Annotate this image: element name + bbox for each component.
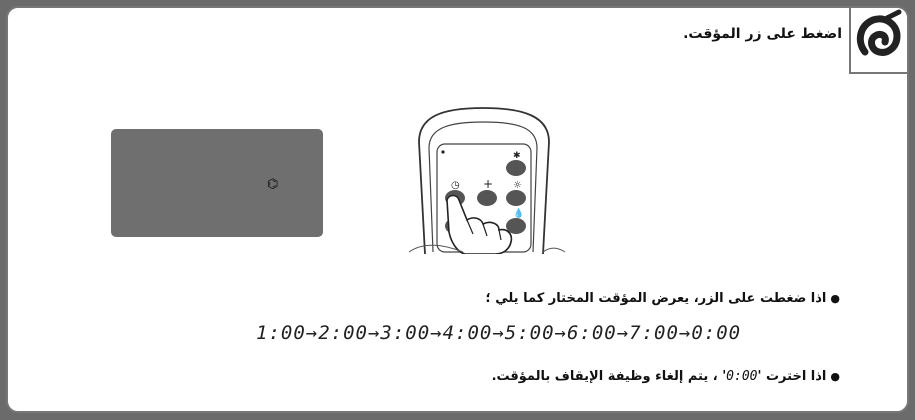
cancel-value: 0:00 [726,369,758,384]
svg-text:✱: ✱ [513,151,521,161]
svg-text:☼: ☼ [513,180,522,191]
step-title: اضغط على زر المؤقت. [683,26,842,42]
manual-page: اضغط على زر المؤقت. ⌬ ✱ ◷ + ☼ 💧 [6,6,909,413]
bullet-timer-sequence: ●اذا ضغطت على الزر، يعرض المؤقت المختار … [486,291,841,306]
bullet-dot: ● [830,292,840,305]
svg-text:◷: ◷ [451,180,460,191]
remote-control-icon: ✱ ◷ + ☼ 💧 [403,102,568,254]
brand-logo-icon [849,8,907,74]
svg-text:+: + [483,177,493,191]
bullet-dot: ● [830,370,840,383]
bullet-text: اذا ضغطت على الزر، يعرض المؤقت المختار ك… [485,291,827,306]
bullet-text-after: ' ، يتم إلغاء وظيفة الإيقاف بالمؤقت. [491,369,727,384]
ac-display-panel: ⌬ [111,129,323,237]
timer-indicator-icon: ⌬ [267,177,279,192]
bullet-text-before: اذا اخترت ' [757,369,827,384]
timer-sequence: 1:00→2:00→3:00→4:00→5:00→6:00→7:00→0:00 [256,322,742,344]
bullet-cancel-timer: ●اذا اخترت '0:00' ، يتم إلغاء وظيفة الإي… [492,369,840,384]
svg-text:💧: 💧 [513,207,524,219]
